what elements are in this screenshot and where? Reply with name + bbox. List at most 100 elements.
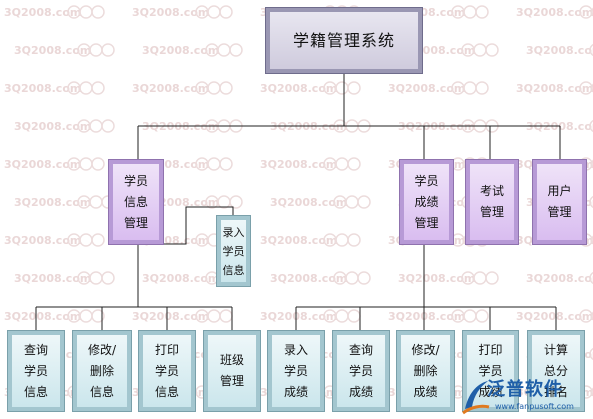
- watermark-ring-icon: [91, 233, 105, 247]
- watermark-ring-icon: [219, 81, 233, 95]
- node-entry: 录入 学员 信息: [216, 215, 251, 287]
- brand-url: www.fanpusoft.com: [495, 402, 574, 411]
- node-query-info-line-1: 查询: [23, 342, 48, 357]
- node-query-info-line-2: 学员: [23, 363, 48, 378]
- node-entry-grade-line-2: 学员: [283, 363, 308, 378]
- watermark-text: 3Q2008.com: [526, 272, 593, 285]
- watermark-text: 3Q2008.com: [398, 272, 475, 285]
- node-grade-mgmt: 学员 成绩 管理: [399, 159, 454, 245]
- node-print-grade: 打印 学员 成绩: [462, 330, 519, 412]
- watermark-ring-icon: [589, 43, 593, 57]
- watermark-text: 3Q2008.com: [4, 234, 81, 247]
- watermark-text: 3Q2008.com: [4, 158, 81, 171]
- node-print-grade-line-2: 学员: [478, 363, 503, 378]
- watermark-text: 3Q2008.com: [516, 82, 593, 95]
- node-user-mgmt-line-2: 管理: [547, 205, 572, 219]
- node-grade-mgmt-line-1: 学员: [414, 173, 439, 188]
- watermark-ring-icon: [347, 81, 361, 95]
- brand-logo: 泛普软件 www.fanpusoft.com: [461, 375, 593, 419]
- watermark-ring-icon: [485, 271, 499, 285]
- watermark-text: 3Q2008.com: [132, 6, 209, 19]
- watermark-ring-icon: [591, 83, 593, 93]
- watermark-ring-icon: [357, 195, 371, 209]
- watermark-ring-icon: [219, 157, 233, 171]
- watermark-text: 3Q2008.com: [260, 158, 337, 171]
- node-edit-delete-info-line-3: 信息: [89, 384, 114, 399]
- node-query-grade-line-3: 成绩: [348, 384, 373, 399]
- watermark-ring-icon: [591, 387, 593, 397]
- watermark-text: 3Q2008.com: [14, 272, 91, 285]
- watermark-ring-icon: [591, 159, 593, 169]
- node-query-grade-line-1: 查询: [348, 342, 373, 357]
- watermark-text: 3Q2008.com: [4, 6, 81, 19]
- watermark-ring-icon: [591, 7, 593, 17]
- node-edit-delete-grade-line-3: 成绩: [413, 384, 438, 399]
- node-print-grade-line-1: 打印: [478, 342, 503, 357]
- node-exam-mgmt-line-2: 管理: [479, 205, 504, 219]
- node-print-info-line-1: 打印: [154, 342, 179, 357]
- watermark-text: 3Q2008.com: [132, 310, 209, 323]
- node-grade-mgmt-line-2: 成绩: [414, 194, 439, 209]
- watermark-text: 3Q2008.com: [526, 44, 593, 57]
- node-edit-delete-grade: 修改/ 删除 成绩: [396, 330, 455, 412]
- node-edit-delete-grade-line-1: 修改/: [411, 342, 440, 357]
- node-class-mgmt-line-2: 管理: [219, 374, 244, 388]
- node-class-mgmt: 班级 管理: [203, 330, 261, 412]
- node-print-grade-line-3: 成绩: [478, 384, 503, 399]
- watermark-text: 3Q2008.com: [260, 82, 337, 95]
- node-entry-grade-line-3: 成绩: [283, 384, 308, 399]
- watermark-text: 3Q2008.com: [142, 44, 219, 57]
- node-entry-line-3: 信息: [222, 263, 245, 277]
- watermark-text: 3Q2008.com: [14, 120, 91, 133]
- watermark-ring-icon: [91, 81, 105, 95]
- node-print-info-line-2: 学员: [154, 363, 179, 378]
- watermark-text: 3Q2008.com: [14, 44, 91, 57]
- node-calc-rank-line-1: 计算: [543, 342, 568, 357]
- node-edit-delete-grade-line-2: 删除: [413, 363, 438, 378]
- watermark-ring-icon: [589, 119, 593, 133]
- watermark-ring-icon: [91, 5, 105, 19]
- node-calc-rank-line-3: 排名: [543, 384, 568, 399]
- watermark-text: 3Q2008.com: [14, 196, 91, 209]
- watermark-text: 3Q2008.com: [516, 6, 593, 19]
- watermark-ring-icon: [475, 81, 489, 95]
- watermark-ring-icon: [591, 311, 593, 321]
- watermark-ring-icon: [219, 5, 233, 19]
- watermark-text: 3Q2008.com: [388, 82, 465, 95]
- watermark-ring-icon: [91, 157, 105, 171]
- node-query-info-line-3: 信息: [23, 384, 48, 399]
- watermark-ring-icon: [91, 309, 105, 323]
- node-user-mgmt-line-1: 用户: [547, 184, 572, 198]
- watermark-text: 3Q2008.com: [516, 310, 593, 323]
- watermark-ring-icon: [357, 271, 371, 285]
- node-class-mgmt-line-1: 班级: [219, 353, 244, 367]
- watermark-ring-icon: [485, 43, 499, 57]
- node-print-info: 打印 学员 信息: [138, 330, 196, 412]
- watermark-ring-icon: [101, 271, 115, 285]
- watermark-ring-icon: [589, 347, 593, 361]
- watermark-ring-icon: [589, 195, 593, 209]
- node-print-info-line-3: 信息: [154, 384, 179, 399]
- node-info-mgmt-line-3: 管理: [123, 215, 148, 230]
- node-root: 学籍管理系统: [265, 7, 423, 74]
- node-exam-mgmt: 考试 管理: [465, 159, 519, 245]
- watermark-ring-icon: [589, 271, 593, 285]
- watermark-text: 3Q2008.com: [142, 272, 219, 285]
- brand-name: 泛普软件: [487, 379, 563, 400]
- node-exam-mgmt-line-1: 考试: [479, 184, 504, 198]
- node-user-mgmt: 用户 管理: [532, 159, 587, 245]
- watermark-ring-icon: [229, 195, 243, 209]
- node-edit-delete-info-line-2: 删除: [89, 363, 114, 378]
- watermark-text: 3Q2008.com: [270, 196, 347, 209]
- watermark-text: 3Q2008.com: [388, 310, 465, 323]
- node-entry-grade-line-1: 录入: [283, 342, 308, 357]
- node-entry-line-2: 学员: [222, 244, 245, 258]
- watermark-ring-icon: [101, 119, 115, 133]
- watermark-ring-icon: [475, 5, 489, 19]
- node-info-mgmt-line-1: 学员: [123, 173, 148, 188]
- node-calc-rank-line-2: 总分: [543, 363, 568, 378]
- node-query-grade-line-2: 学员: [348, 363, 373, 378]
- watermark-text: 3Q2008.com: [4, 310, 81, 323]
- node-query-info: 查询 学员 信息: [7, 330, 65, 412]
- node-grade-mgmt-line-3: 管理: [414, 215, 439, 230]
